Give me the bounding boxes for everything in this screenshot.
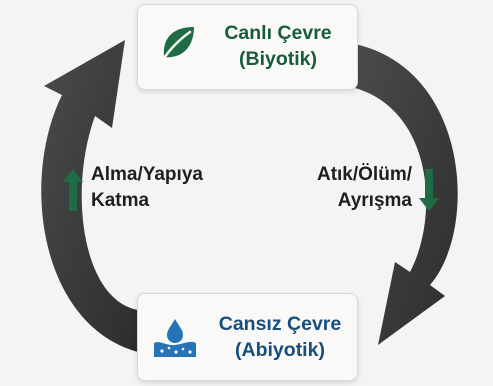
arrow-up-icon [62, 168, 84, 217]
decomposition-label-line2: Ayrışma [337, 190, 412, 211]
uptake-label: Alma/Yapıya Katma [91, 162, 203, 214]
abiotic-subtitle: (Abiyotik) [235, 339, 325, 361]
biotic-environment-box: Canlı Çevre (Biyotik) [137, 4, 358, 90]
left-cycle-arrow [41, 40, 138, 352]
biotic-subtitle: (Biyotik) [239, 48, 317, 70]
water-soil-icon [152, 318, 198, 363]
uptake-label-line1: Alma/Yapıya [91, 164, 203, 185]
abiotic-title: Cansız Çevre [218, 313, 342, 335]
right-cycle-arrow [355, 44, 458, 345]
uptake-label-line2: Katma [91, 190, 150, 211]
leaf-icon [158, 25, 198, 68]
biotic-title: Canlı Çevre [224, 22, 332, 44]
biotic-label: Canlı Çevre (Biyotik) [208, 20, 348, 72]
abiotic-label: Cansız Çevre (Abiyotik) [210, 311, 350, 363]
abiotic-environment-box: Cansız Çevre (Abiyotik) [137, 293, 358, 381]
decomposition-label-line1: Atık/Ölüm/ [316, 164, 412, 185]
arrow-down-icon [418, 168, 440, 217]
decomposition-label: Atık/Ölüm/ Ayrışma [264, 162, 412, 214]
